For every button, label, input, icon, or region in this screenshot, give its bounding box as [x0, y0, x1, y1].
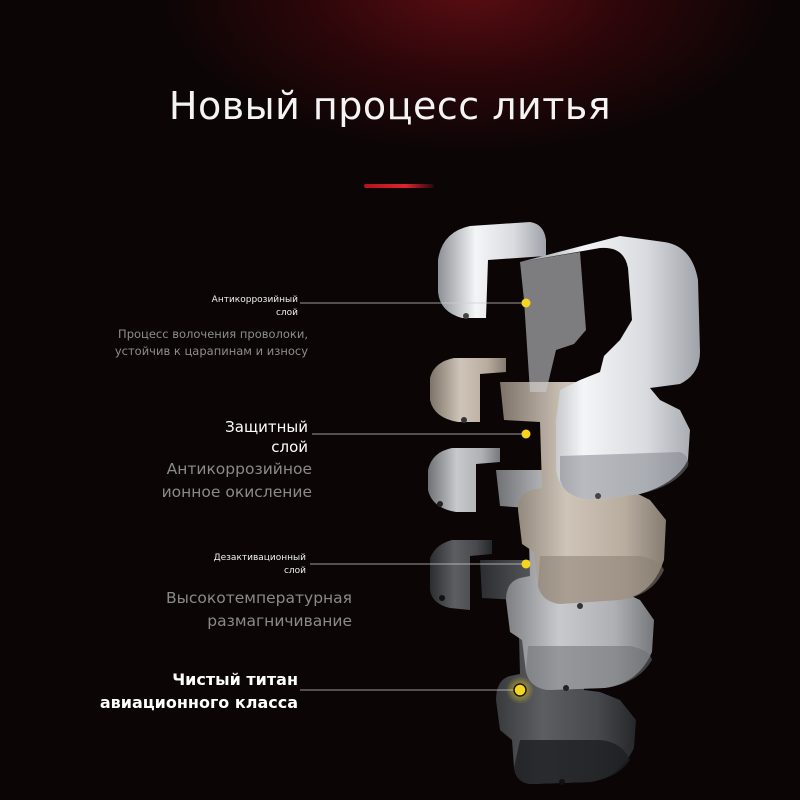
layer-3-name-line-1: Дезактивационный [213, 553, 306, 563]
marker-dot-1 [521, 298, 531, 308]
layer-2-name-line-1: Защитный [225, 418, 308, 436]
layer-1-label: Антикоррозийный слой [160, 294, 298, 320]
layer-1-description: Процесс волочения проволоки, устойчив к … [60, 326, 308, 360]
layer-2-desc-line-2: ионное окисление [161, 483, 312, 501]
title-accent-bar [364, 184, 434, 188]
layer-1-name-line-2: слой [275, 308, 298, 318]
layer-2-desc-line-1: Антикоррозийное [166, 460, 312, 478]
layer-4-label: Чистый титан авиационного класса [60, 668, 298, 714]
layer-1-name-line-1: Антикоррозийный [211, 295, 298, 305]
layer-3-label: Дезактивационный слой [150, 552, 306, 578]
anticorrosion-link [438, 222, 700, 500]
marker-dot-3 [521, 559, 531, 569]
layer-2-label: Защитный слой [160, 417, 308, 457]
layer-1-desc-line-2: устойчив к царапинам и износу [114, 344, 308, 358]
layer-2-name-line-2: слой [271, 438, 308, 456]
layer-1-desc-line-1: Процесс волочения проволоки, [118, 327, 308, 341]
marker-dot-2 [521, 429, 531, 439]
layer-2-description: Антикоррозийное ионное окисление [100, 458, 312, 504]
layer-3-name-line-2: слой [283, 566, 306, 576]
layer-4-name-line-2: авиационного класса [99, 693, 298, 712]
marker-dot-4 [513, 683, 527, 697]
layer-4-name-line-1: Чистый титан [172, 670, 298, 689]
layer-3-description: Высокотемпературная размагничивание [100, 587, 352, 633]
layer-3-desc-line-1: Высокотемпературная [166, 589, 352, 607]
layer-3-desc-line-2: размагничивание [207, 612, 352, 630]
page-title: Новый процесс литья [168, 84, 612, 128]
